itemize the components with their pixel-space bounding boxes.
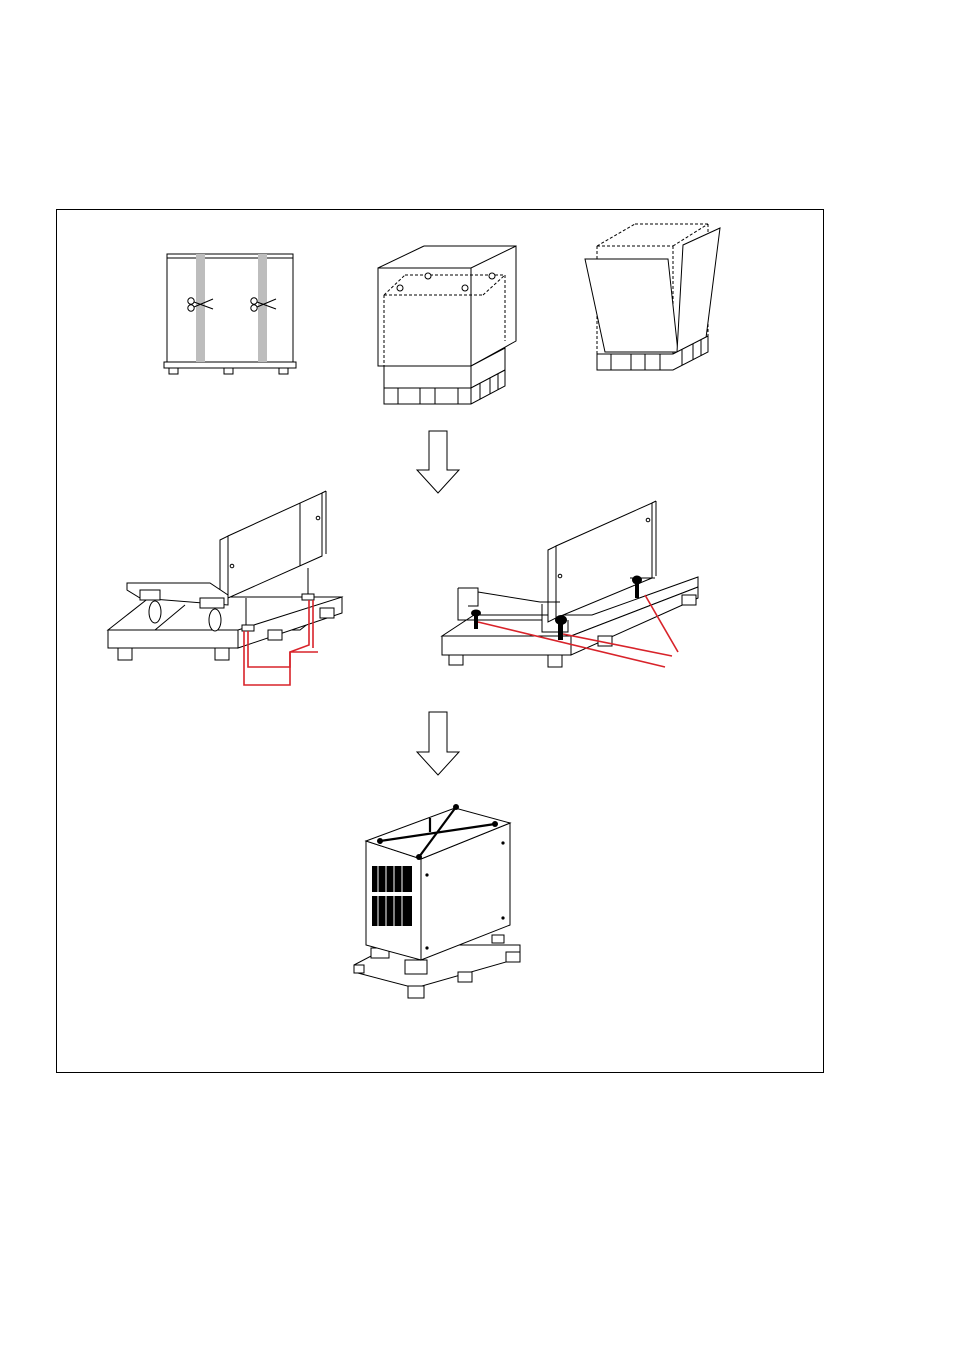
step-lift-with-eyebolts (354, 804, 520, 998)
step-cut-straps (164, 254, 296, 374)
eyebolt-icon (416, 854, 422, 860)
strap-right (258, 254, 267, 362)
step-remove-side-panels (585, 224, 720, 370)
step-remove-caster-brackets (108, 491, 342, 685)
eyebolt-icon (453, 804, 459, 810)
eyebolt-icon (492, 821, 498, 827)
strap-left (196, 254, 205, 362)
bolt-icon (632, 576, 642, 599)
step-remove-fixing-bolts (442, 501, 698, 667)
step-lift-cover (378, 246, 516, 404)
eyebolt-icon (377, 838, 383, 844)
down-arrow-icon (417, 712, 459, 775)
down-arrow-icon (417, 431, 459, 493)
